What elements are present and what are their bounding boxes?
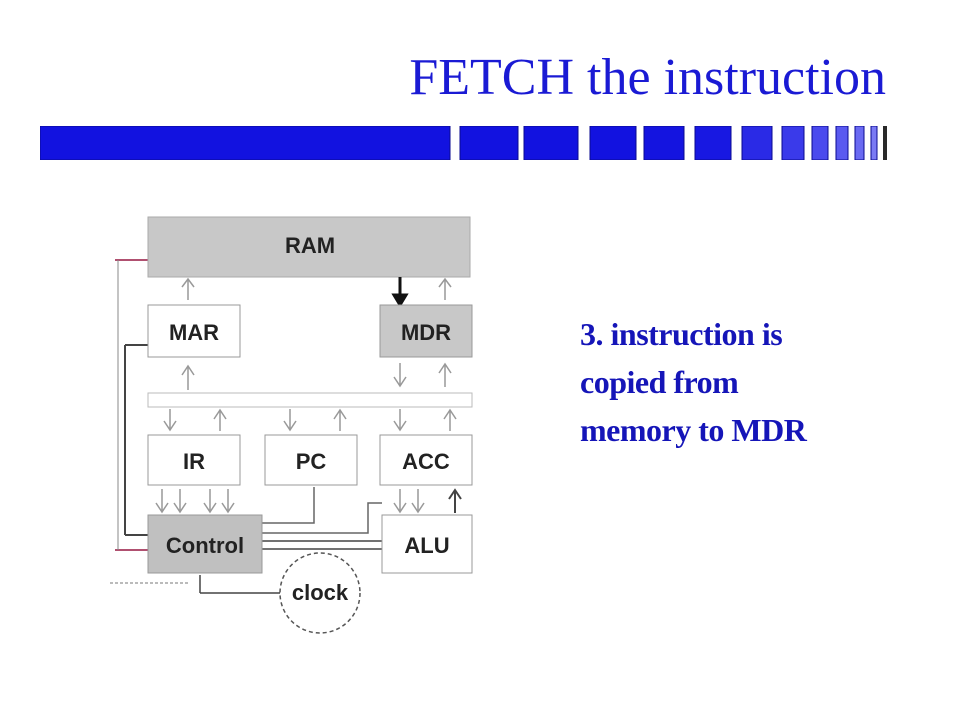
control-box <box>147 514 263 574</box>
ir-label: IR <box>183 449 205 474</box>
mar-label: MAR <box>169 320 219 345</box>
clock-label: clock <box>292 580 349 605</box>
ram-box <box>147 216 471 278</box>
control-label: Control <box>166 533 244 558</box>
ram-label: RAM <box>285 233 335 258</box>
caption: 3. instruction is copied from memory to … <box>580 310 910 454</box>
internal-bus <box>147 392 473 408</box>
mar-box <box>147 304 241 358</box>
mdr-label: MDR <box>401 320 451 345</box>
alu-box <box>381 514 473 574</box>
caption-line: copied from <box>580 364 739 400</box>
acc-label: ACC <box>402 449 450 474</box>
acc-box <box>379 434 473 486</box>
pc-label: PC <box>296 449 327 474</box>
clock-circle <box>279 552 361 634</box>
ir-box <box>147 434 241 486</box>
cpu-diagram: RAM MAR MDR IR PC ACC Control ALU <box>110 216 473 634</box>
caption-line: memory to MDR <box>580 412 807 448</box>
slide-title: FETCH the instruction <box>409 49 886 106</box>
decorative-title-bar <box>40 126 887 160</box>
mdr-box <box>379 304 473 358</box>
alu-label: ALU <box>404 533 449 558</box>
pc-box <box>264 434 358 486</box>
caption-line: 3. instruction is <box>580 316 783 352</box>
